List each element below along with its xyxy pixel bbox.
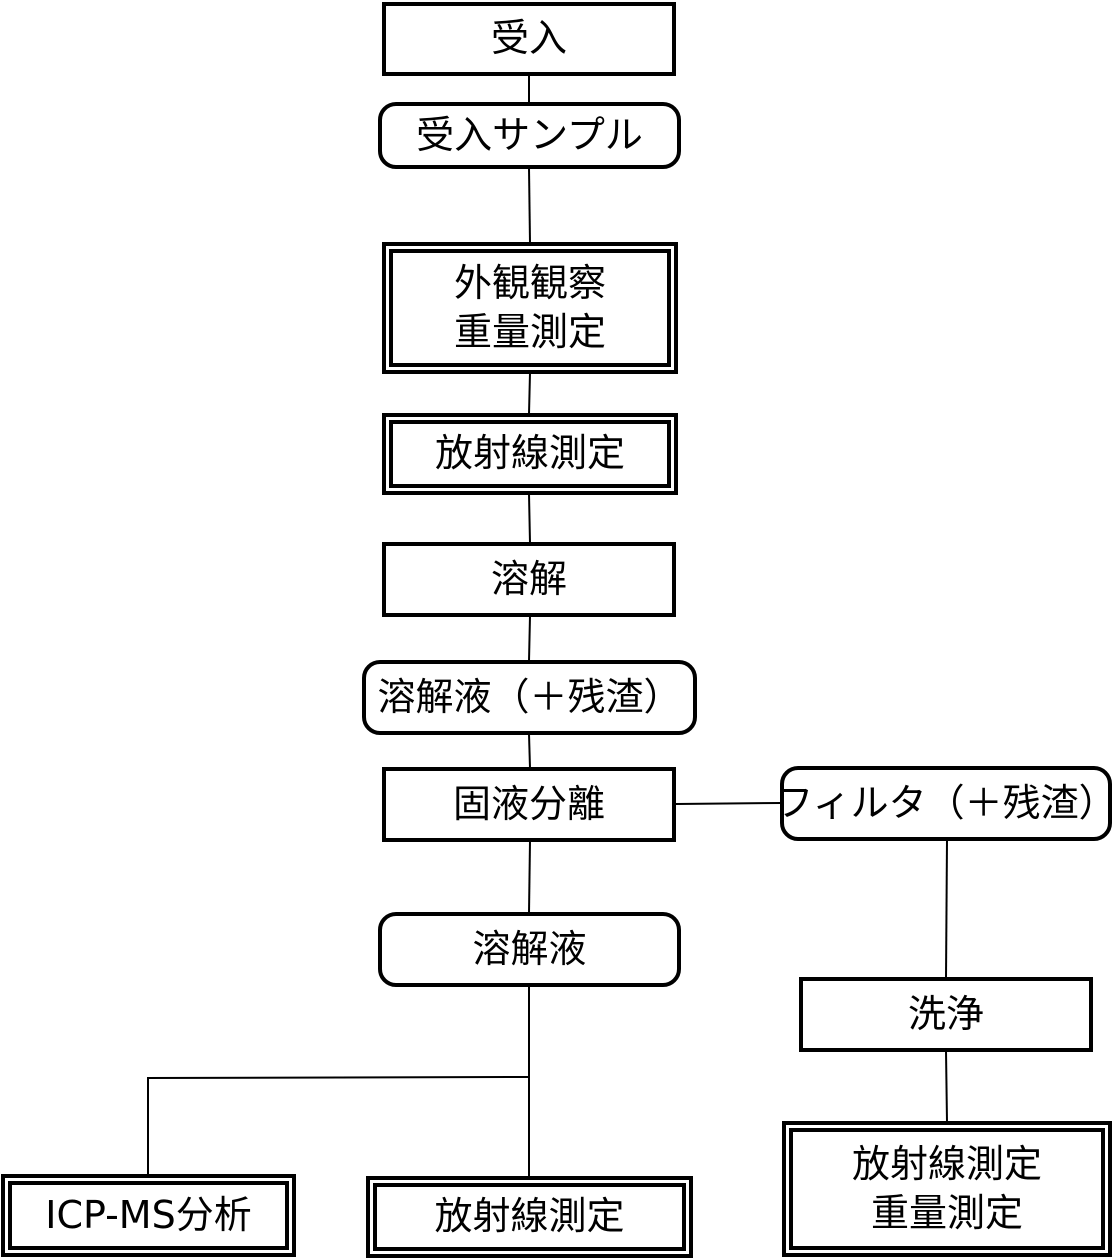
node-solution: 溶解液 [378, 912, 681, 987]
node-solution-residue-label: 溶解液（＋残渣） [377, 674, 682, 719]
node-radiation-1: 放射線測定 [382, 413, 678, 495]
node-washing: 洗浄 [799, 977, 1093, 1052]
edge-solution-icpms [147, 1076, 530, 1175]
node-dissolution: 溶解 [382, 542, 676, 617]
node-received-sample: 受入サンプル [378, 102, 681, 169]
node-receiving-label: 受入 [490, 16, 567, 61]
node-final-line2: 重量測定 [870, 1191, 1023, 1235]
node-inspection-line1: 外観観察 [453, 260, 606, 305]
node-inspection: 外観観察 重量測定 [382, 242, 678, 374]
node-receiving: 受入 [382, 2, 676, 76]
node-washing-label: 洗浄 [907, 991, 984, 1036]
node-separation: 固液分離 [382, 767, 676, 842]
node-radiation-2-label: 放射線測定 [434, 1194, 625, 1239]
edge-sample-inspection [528, 167, 531, 244]
node-final-line1: 放射線測定 [851, 1141, 1042, 1186]
node-icpms: ICP-MS分析 [1, 1174, 296, 1257]
edge-solution-residue-separation [528, 733, 531, 769]
node-icpms-label: ICP-MS分析 [45, 1192, 252, 1237]
edge-separation-filter [675, 802, 782, 805]
edge-dissolution-solution-residue [528, 615, 531, 662]
node-solution-residue: 溶解液（＋残渣） [362, 660, 697, 735]
node-received-sample-label: 受入サンプル [416, 112, 643, 157]
node-filter-residue: フィルタ（＋残渣） [775, 766, 1114, 841]
edge-filter-washing [945, 839, 948, 979]
node-radiation-1-label: 放射線測定 [434, 431, 625, 476]
node-filter-residue-label: フィルタ（＋残渣） [775, 780, 1114, 825]
edge-washing-final [945, 1050, 948, 1123]
edge-inspection-radiation [528, 372, 531, 415]
node-inspection-line2: 重量測定 [453, 310, 606, 354]
node-final-measurement: 放射線測定 重量測定 [782, 1121, 1112, 1257]
node-solution-label: 溶解液 [472, 926, 587, 971]
node-separation-label: 固液分離 [452, 781, 605, 826]
edge-radiation-dissolution [528, 493, 531, 544]
node-radiation-2: 放射線測定 [366, 1176, 693, 1258]
edge-separation-solution [528, 840, 531, 914]
node-dissolution-label: 溶解 [490, 556, 567, 601]
